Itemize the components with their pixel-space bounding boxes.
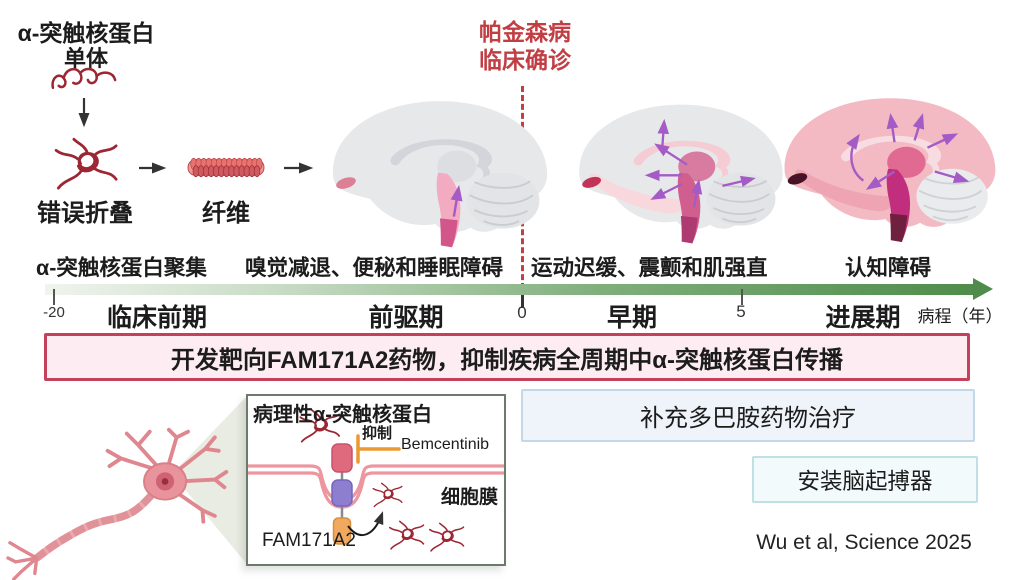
misfolded-protein-icon <box>46 137 124 197</box>
arrow-right-icon <box>139 162 167 174</box>
inhibit-label: 抑制 <box>362 425 393 442</box>
mechanism-diagram <box>248 409 504 552</box>
timeline-tick-five <box>741 289 743 305</box>
spread-arrows <box>450 185 463 217</box>
fibril-icon <box>186 155 266 180</box>
fam171a2-receptor-icon <box>331 443 353 545</box>
alpha-synuclein-monomer-icon <box>49 62 119 96</box>
timeline-tick-start <box>53 289 55 305</box>
diagnosis-line2: 临床确诊 <box>479 47 571 73</box>
pathologic-synuclein-icon <box>428 522 465 552</box>
tick-label-start: -20 <box>43 304 65 321</box>
diagnosis-line1: 帕金森病 <box>479 19 571 45</box>
brain-stage-1-illustration <box>332 101 548 248</box>
drug-name-label: Bemcentinib <box>401 436 490 453</box>
timeline-axis <box>45 284 975 295</box>
pathologic-synuclein-icon <box>388 520 425 550</box>
receptor-label: FAM171A2 <box>262 530 356 551</box>
misfold-label: 错误折叠 <box>37 200 133 227</box>
treatment-dbs-box: 安装脑起搏器 <box>752 456 978 503</box>
treatment-dbs-label: 安装脑起搏器 <box>797 468 933 494</box>
symptom-aggregation: α-突触核蛋白聚集 <box>36 256 207 280</box>
phase-preclinical: 临床前期 <box>106 304 207 332</box>
symptom-prodromal: 嗅觉减退、便秘和睡眠障碍 <box>245 256 504 280</box>
symptom-progressive: 认知障碍 <box>845 256 932 280</box>
membrane-label: 细胞膜 <box>440 487 498 508</box>
inset-title: 病理性α-突触核蛋白 <box>253 404 432 426</box>
phase-progressive: 进展期 <box>825 304 901 332</box>
treatment-dopamine-box: 补充多巴胺药物治疗 <box>521 389 975 442</box>
citation: Wu et al, Science 2025 <box>756 531 972 554</box>
fiber-label: 纤维 <box>202 200 250 227</box>
mechanism-inset-box: 病理性α-突触核蛋白 抑制 Bemcentinib 细胞膜 FAM171A2 <box>246 394 506 566</box>
brain-stage-2-illustration <box>579 104 783 244</box>
pathologic-synuclein-icon <box>372 482 403 508</box>
treatment-dopamine-label: 补充多巴胺药物治疗 <box>640 405 856 432</box>
phase-early: 早期 <box>606 304 657 332</box>
brain-stage-3-illustration <box>784 98 996 242</box>
timeline-arrowhead <box>973 278 993 300</box>
spread-arrows <box>846 113 970 190</box>
timeline-tick-zero <box>521 293 524 308</box>
phase-prodromal: 前驱期 <box>368 304 444 332</box>
spread-arrows <box>644 118 756 208</box>
banner-text: 开发靶向FAM171A2药物，抑制疾病全周期中α-突触核蛋白传播 <box>170 346 844 374</box>
protein-subtitle: 单体 <box>63 46 108 71</box>
protein-title: α-突触核蛋白 <box>17 20 155 46</box>
inhibition-bar-icon <box>356 434 401 464</box>
symptom-early: 运动迟缓、震颤和肌强直 <box>531 256 768 280</box>
arrow-down-icon <box>78 98 90 128</box>
axis-unit-label: 病程（年） <box>917 307 1003 326</box>
tick-label-five: 5 <box>736 302 746 321</box>
arrow-right-icon <box>284 162 314 174</box>
tick-label-zero: 0 <box>517 303 527 322</box>
fam171a2-strategy-banner: 开发靶向FAM171A2药物，抑制疾病全周期中α-突触核蛋白传播 <box>44 333 970 381</box>
neuron-illustration <box>6 427 229 580</box>
release-arrow-icon <box>347 511 384 537</box>
